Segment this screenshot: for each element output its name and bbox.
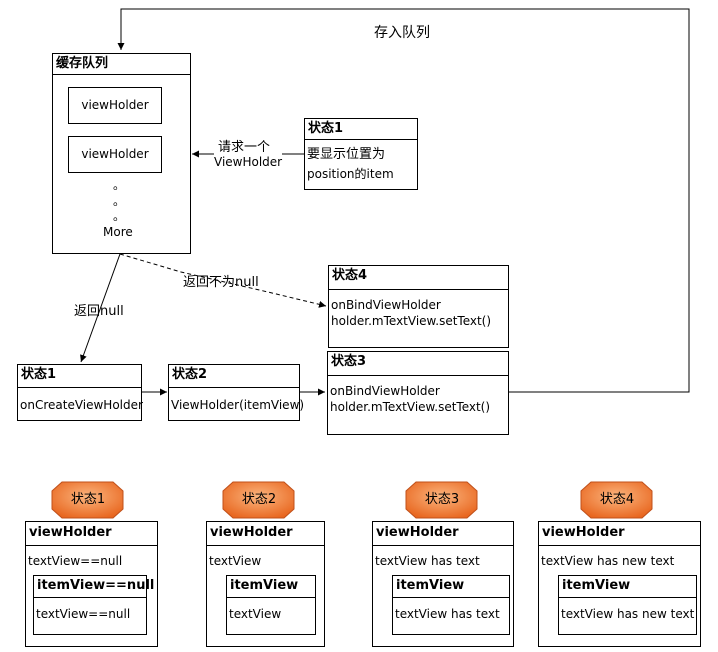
state1-position-line1: 要显示位置为 [307, 147, 386, 162]
state-tag-1: 状态1 [70, 492, 106, 507]
panel2-title: viewHolder [207, 522, 324, 546]
state3-bind-line1: onBindViewHolder [330, 384, 440, 398]
return-null-arrow [80, 253, 121, 363]
viewholder-panel-2: viewHolder textView itemView textView [206, 521, 325, 647]
panel4-text: textView has new text [541, 554, 675, 568]
panel4-title: viewHolder [539, 522, 700, 546]
state4-bind-line1: onBindViewHolder [331, 298, 441, 312]
cache-dot-3: 。 [113, 209, 126, 223]
state4-bind-title: 状态4 [329, 266, 508, 290]
state1-create-line1: onCreateViewHolder [20, 398, 143, 412]
state1-position-box: 状态1 要显示位置为 position的item [304, 118, 418, 190]
state3-bind-box: 状态3 onBindViewHolder holder.mTextView.se… [327, 351, 509, 435]
panel1-title: viewHolder [26, 522, 157, 546]
cache-dot-2: 。 [113, 194, 126, 208]
cache-item-2: viewHolder [68, 136, 162, 173]
state-tag-octagon-2 [222, 481, 295, 519]
state3-bind-line2: holder.mTextView.setText() [330, 400, 491, 414]
panel3-itemview-text: textView has text [395, 607, 500, 621]
store-queue-arrow [117, 8, 690, 393]
panel1-itemview-box: itemView==null textView==null [33, 575, 154, 635]
panel1-text: textView==null [28, 554, 123, 568]
panel2-text: textView [209, 554, 262, 568]
panel2-itemview-title: itemView [227, 576, 315, 598]
return-not-null-arrow [119, 253, 327, 308]
panel2-itemview-box: itemView textView [226, 575, 316, 635]
state2-viewholder-box: 状态2 ViewHolder(itemView) [168, 364, 305, 421]
panel3-title: viewHolder [373, 522, 513, 546]
cache-item-1: viewHolder [68, 87, 162, 124]
cache-more-label: More [103, 225, 133, 239]
return-null-label: 返回null [74, 304, 124, 319]
panel3-itemview-title: itemView [393, 576, 509, 598]
viewholder-panel-4: viewHolder textView has new text itemVie… [538, 521, 701, 647]
panel1-itemview-title: itemView==null [34, 576, 154, 598]
panel4-itemview-title: itemView [559, 576, 696, 598]
state2-viewholder-line1: ViewHolder(itemView) [171, 398, 305, 412]
state-tag-octagon-4 [580, 481, 653, 519]
state-tag-octagon-1 [51, 481, 124, 519]
panel1-itemview-text: textView==null [36, 607, 131, 621]
state-tag-3: 状态3 [424, 492, 460, 507]
panel4-itemview-text: textView has new text [561, 607, 695, 621]
request-label-line2: ViewHolder [214, 155, 283, 169]
cache-queue-box: 缓存队列 viewHolder viewHolder 。 。 。 More [52, 53, 191, 254]
state1-position-title: 状态1 [305, 119, 417, 140]
return-not-null-label: 返回不为null [183, 275, 259, 290]
panel2-itemview-text: textView [229, 607, 282, 621]
state-tag-2: 状态2 [241, 492, 277, 507]
panel4-itemview-box: itemView textView has new text [558, 575, 697, 635]
state4-bind-box: 状态4 onBindViewHolder holder.mTextView.se… [328, 265, 509, 348]
state2-viewholder-title: 状态2 [169, 365, 299, 388]
state4-bind-line2: holder.mTextView.setText() [331, 314, 492, 328]
state1-create-title: 状态1 [18, 365, 141, 388]
state1-create-box: 状态1 onCreateViewHolder [17, 364, 143, 421]
viewholder-panel-3: viewHolder textView has text itemView te… [372, 521, 514, 647]
cache-queue-title: 缓存队列 [53, 54, 190, 75]
cache-dot-1: 。 [113, 178, 126, 192]
store-queue-label: 存入队列 [374, 25, 430, 41]
panel3-text: textView has text [375, 554, 480, 568]
panel3-itemview-box: itemView textView has text [392, 575, 510, 635]
state1-position-line2: position的item [307, 167, 394, 181]
state-tag-octagon-3 [405, 481, 478, 519]
state-tag-4: 状态4 [599, 492, 635, 507]
state3-bind-title: 状态3 [328, 352, 508, 376]
viewholder-panel-1: viewHolder textView==null itemView==null… [25, 521, 158, 647]
request-label-line1: 请求一个 [218, 140, 271, 155]
